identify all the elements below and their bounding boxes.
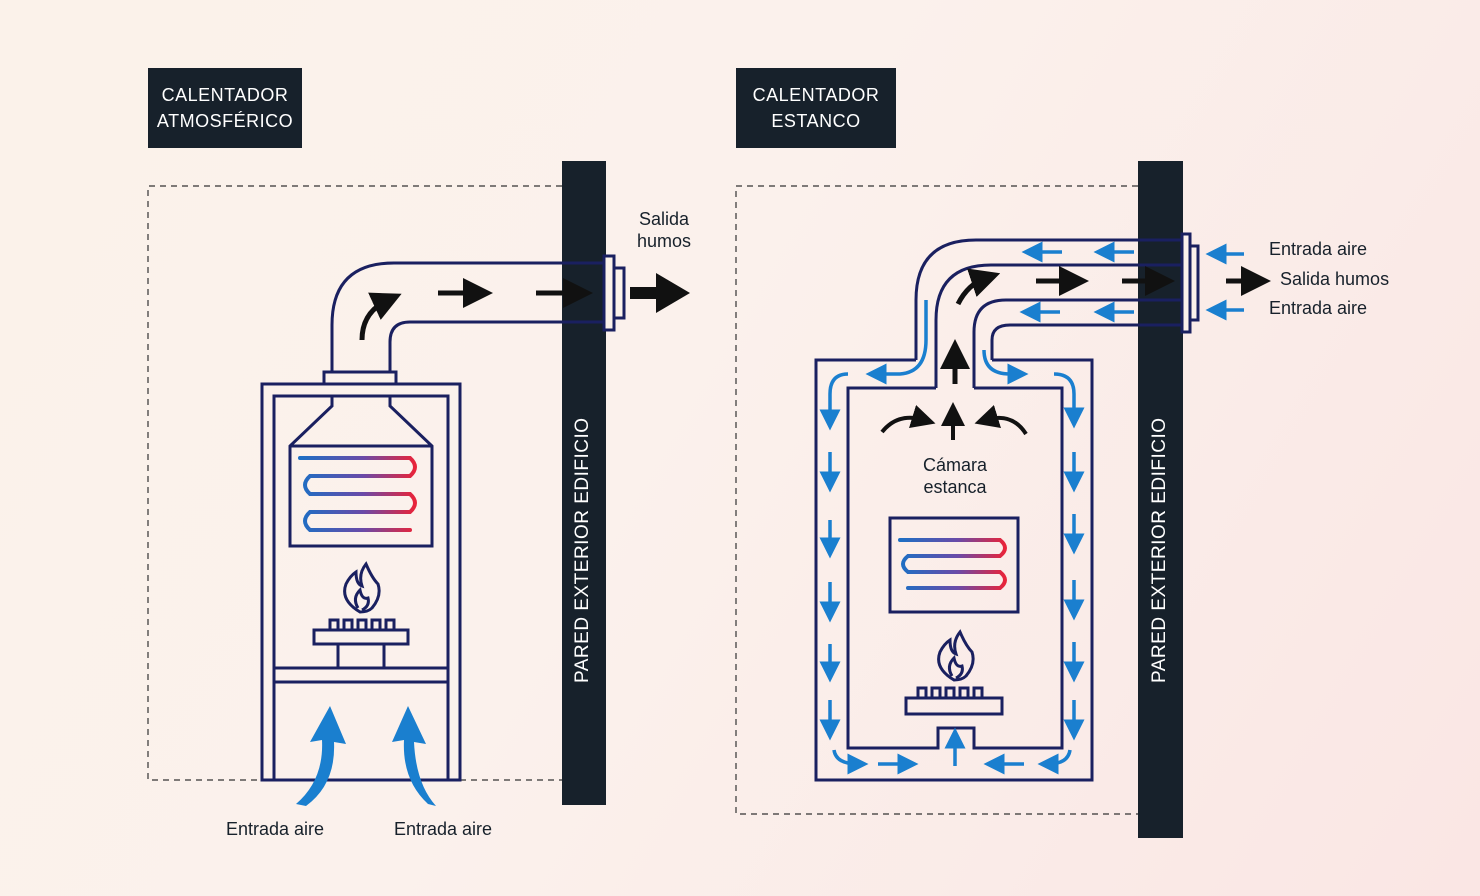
- chamber-label-line1: Cámara: [922, 455, 988, 475]
- heat-exchanger-icon: [856, 516, 1050, 614]
- air-in-label-left: Entrada aire: [226, 819, 325, 839]
- atmospheric-heater: [147, 161, 690, 806]
- air-in-top-label: Entrada aire: [1269, 239, 1368, 259]
- heat-exchanger-icon: [238, 456, 484, 536]
- smoke-out-label-right: Salida humos: [1280, 269, 1390, 289]
- smoke-out-label-line2: humos: [636, 231, 692, 251]
- air-intake-arrows: [296, 706, 436, 806]
- smoke-arrows: [359, 273, 690, 341]
- air-in-bottom-label: Entrada aire: [1269, 298, 1368, 318]
- burner-icon: [312, 618, 410, 670]
- sealed-title: CALENTADOR ESTANCO: [736, 68, 896, 148]
- atmospheric-title-line1: CALENTADOR: [161, 85, 289, 105]
- exterior-wall: [562, 161, 606, 805]
- flame-icon: [937, 629, 975, 682]
- chamber-label-line2: estanca: [923, 477, 987, 497]
- coaxial-flue: [914, 232, 1200, 388]
- sealed-title-line1: CALENTADOR: [752, 85, 880, 105]
- sealed-title-line2: ESTANCO: [771, 111, 861, 131]
- flame-icon: [343, 561, 381, 614]
- sealed-heater: [735, 161, 1271, 838]
- left-wall-label: PARED EXTERIOR EDIFICIO: [572, 417, 593, 683]
- atmospheric-title: CALENTADOR ATMOSFÉRICO: [148, 68, 302, 148]
- sealed-chamber-label: Cámara estanca: [906, 454, 1004, 498]
- air-flow-arrows: [819, 241, 1244, 775]
- right-wall-label: PARED EXTERIOR EDIFICIO: [1149, 417, 1170, 683]
- room-boundary: [735, 185, 1138, 815]
- burner-icon: [904, 686, 1004, 716]
- smoke-out-label: Salida humos: [634, 208, 694, 252]
- smoke-out-label-line1: Salida: [638, 209, 690, 229]
- air-in-label-right: Entrada aire: [394, 819, 493, 839]
- flue-pipe: [330, 254, 626, 372]
- smoke-arrows: [880, 266, 1271, 440]
- room-boundary: [147, 185, 562, 781]
- atmospheric-title-line2: ATMOSFÉRICO: [156, 111, 294, 131]
